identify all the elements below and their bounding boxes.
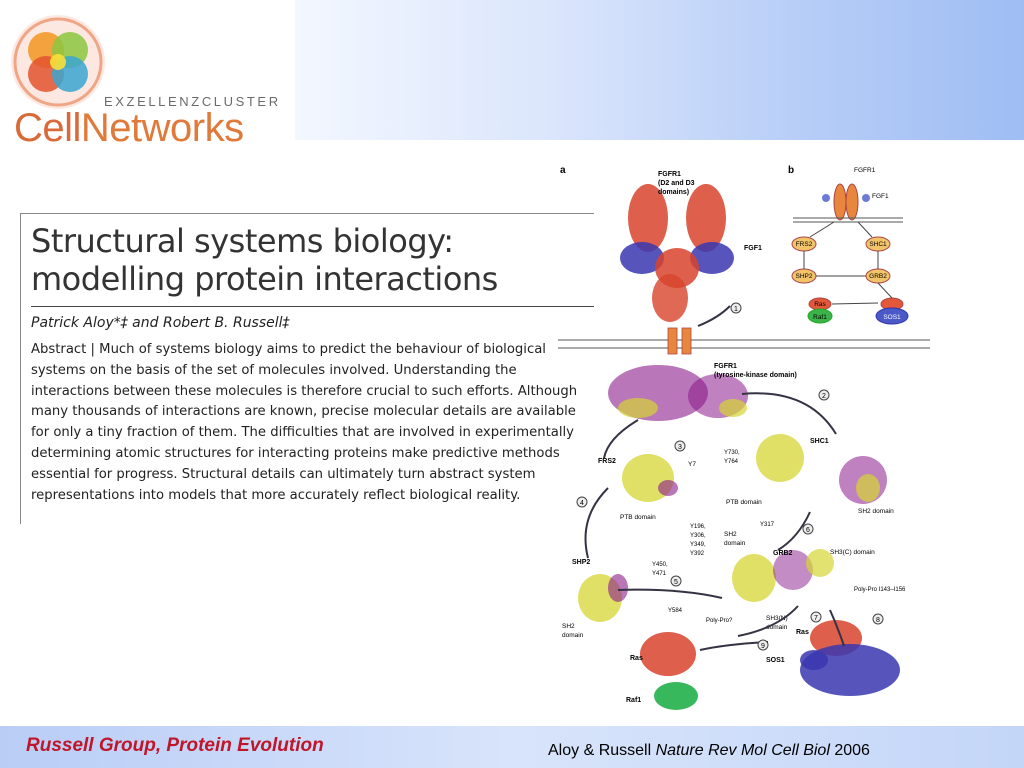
label-sh3n: SH3(N) <box>766 615 788 622</box>
label-frs2-ptb: PTB domain <box>620 514 656 521</box>
paper-abstract: Abstract | Much of systems biology aims … <box>31 342 578 503</box>
step-2: 2 <box>822 393 826 400</box>
b-label-frs2: FRS2 <box>796 241 813 248</box>
grb2-structure <box>732 549 834 602</box>
shc1-structure <box>756 434 887 504</box>
footer-group-name: Russell Group, Protein Evolution <box>26 735 324 756</box>
panel-b-label: b <box>788 165 794 176</box>
shp2-structure <box>578 574 628 622</box>
footer-bar <box>0 726 1024 768</box>
panel-b-schematic: FGFR1 FGF1 FRS2 SHC1 SHP2 GRB2 Ras Raf1 … <box>791 167 909 325</box>
label-shp2-sh2b: domain <box>562 632 584 639</box>
label-grb2-sh2: SH2 <box>724 531 737 538</box>
paper-excerpt: Structural systems biology: modelling pr… <box>20 213 594 524</box>
label-shc1-sh2: SH2 domain <box>858 508 894 515</box>
label-polypro2: Poly-Pro? <box>706 618 733 624</box>
pathway-diagram: a b FGFR1 (D2 and D3 domains) FGF1 FGFR1… <box>558 165 930 710</box>
label-grb2-sh2b: domain <box>724 540 746 547</box>
step-8: 8 <box>876 617 880 624</box>
logo-name: CellNetworks <box>14 106 244 150</box>
label-fgfr1-tk: FGFR1 <box>714 363 737 370</box>
label-fgfr1-d2d3: FGFR1 <box>658 171 681 178</box>
b-label-raf1: Raf1 <box>813 314 827 321</box>
label-y730: Y730, <box>724 450 740 456</box>
label-shc1-ptb: PTB domain <box>726 499 762 506</box>
b-label-sos1: SOS1 <box>883 314 901 321</box>
title-rule <box>31 306 594 307</box>
b-label-fgf1: FGF1 <box>872 193 889 200</box>
label-fgf1: FGF1 <box>744 245 762 252</box>
step-7: 7 <box>814 615 818 622</box>
label-polypro1: Poly-Pro I143–I156 <box>854 587 906 593</box>
label-fgfr1-tk-sub: (tyrosine-kinase domain) <box>714 372 797 379</box>
cellnetworks-logo-icon <box>11 15 105 109</box>
b-label-fgfr1: FGFR1 <box>854 167 876 174</box>
label-y764: Y764 <box>724 459 739 465</box>
logo-subtitle: EXZELLENZCLUSTER <box>104 94 281 109</box>
label-shp2: SHP2 <box>572 559 590 566</box>
label-raf1: Raf1 <box>626 697 641 704</box>
raf1-structure <box>654 682 698 710</box>
logo: EXZELLENZCLUSTER CellNetworks <box>0 0 295 160</box>
label-sos1: SOS1 <box>766 657 785 664</box>
label-fgfr1-d2d3-sub2: domains) <box>658 189 689 196</box>
step-1: 1 <box>734 306 738 313</box>
frs2-structure <box>622 454 678 502</box>
step-3: 3 <box>678 444 682 451</box>
label-y196: Y196, <box>690 524 706 530</box>
b-label-shp2: SHP2 <box>796 273 813 280</box>
fgfr1-extracellular-structure <box>620 184 734 322</box>
label-fgfr1-d2d3-sub1: (D2 and D3 <box>658 180 695 187</box>
label-y392: Y392 <box>690 551 705 557</box>
header-banner <box>295 0 1024 140</box>
label-sh3c: SH3(C) domain <box>830 549 875 556</box>
label-grb2: GRB2 <box>773 550 793 557</box>
label-y306: Y306, <box>690 533 706 539</box>
label-sh3n-2: domain <box>766 624 788 631</box>
label-frs2: FRS2 <box>598 458 616 465</box>
label-y7: Y7 <box>688 461 696 468</box>
pathway-figure: a b FGFR1 (D2 and D3 domains) FGF1 FGFR1… <box>558 158 930 714</box>
label-y471: Y471 <box>652 571 667 577</box>
b-label-shc1: SHC1 <box>869 241 887 248</box>
label-shp2-sh2: SH2 <box>562 623 575 630</box>
label-y584: Y584 <box>668 608 683 614</box>
step-markers: 1 2 3 4 5 6 7 8 9 <box>576 302 884 651</box>
paper-title: Structural systems biology: modelling pr… <box>31 222 498 298</box>
paper-authors: Patrick Aloy*‡ and Robert B. Russell‡ <box>31 315 290 331</box>
footer-citation: Aloy & Russell Nature Rev Mol Cell Biol … <box>548 742 870 759</box>
label-ras-sos: Ras <box>796 629 809 636</box>
label-y349: Y349, <box>690 542 706 548</box>
step-6: 6 <box>806 527 810 534</box>
cell-membrane <box>558 327 930 355</box>
label-y317: Y317 <box>760 522 775 528</box>
label-ras: Ras <box>630 655 643 662</box>
step-4: 4 <box>580 500 584 507</box>
label-y450: Y450, <box>652 562 668 568</box>
b-label-grb2: GRB2 <box>869 273 887 280</box>
panel-a-label: a <box>560 165 566 176</box>
label-shc1: SHC1 <box>810 438 829 445</box>
step-5: 5 <box>674 579 678 586</box>
step-9: 9 <box>761 643 765 650</box>
b-label-ras: Ras <box>814 301 826 308</box>
sos1-structure <box>800 644 900 696</box>
fgfr1-kinase-structure <box>608 365 748 421</box>
